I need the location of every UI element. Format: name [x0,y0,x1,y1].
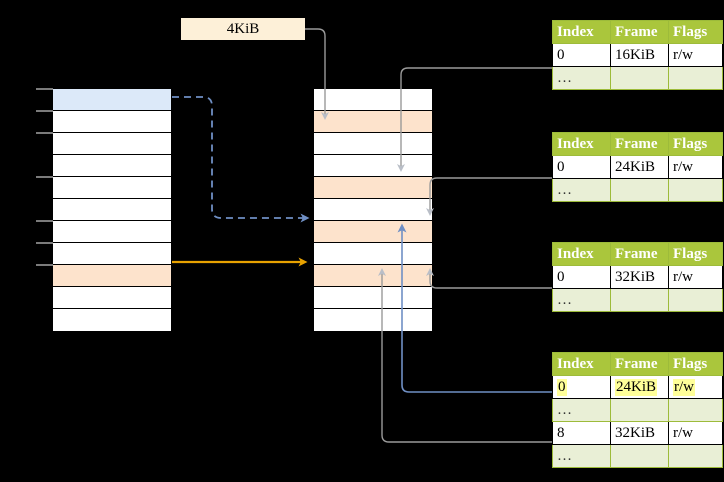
cell-frame[interactable]: 24KiB [610,155,669,179]
column-header-index: Index [552,20,611,44]
highlighted-value: 0 [557,378,567,396]
physical-frame-row-4[interactable] [313,176,433,200]
highlighted-value: r/w [673,378,695,396]
cell-index[interactable]: 0 [552,375,611,399]
column-header-index: Index [552,352,611,376]
cell-index[interactable]: 0 [552,155,611,179]
address-tick-5 [36,242,53,244]
cell-flags[interactable]: r/w [668,421,723,445]
physical-frame-row-3[interactable] [313,154,433,178]
column-header-frame: Frame [610,20,669,44]
cell-index[interactable]: … [552,288,611,312]
virtual-page-row-2[interactable] [52,132,172,156]
cell-index[interactable]: … [552,178,611,202]
virtual-address-space-column [52,88,172,332]
cell-flags[interactable] [668,398,723,422]
physical-frame-row-10[interactable] [313,308,433,332]
cell-flags[interactable] [668,444,723,468]
cell-index[interactable]: … [552,444,611,468]
address-tick-3 [36,176,53,178]
virtual-page-row-5[interactable] [52,198,172,222]
virtual-page-row-8[interactable] [52,264,172,288]
physical-frame-row-8[interactable] [313,264,433,288]
physical-frame-row-7[interactable] [313,242,433,266]
virtual-page-row-10[interactable] [52,308,172,332]
cell-frame[interactable]: 32KiB [610,421,669,445]
physical-frame-row-2[interactable] [313,132,433,156]
physical-frame-row-6[interactable] [313,220,433,244]
virtual-page-row-1[interactable] [52,110,172,134]
cell-frame[interactable] [610,444,669,468]
column-header-index: Index [552,132,611,156]
cell-index[interactable]: 0 [552,43,611,67]
wire-virtual-page-to-frame-dashed [172,96,310,223]
cell-flags[interactable]: r/w [668,375,723,399]
wire-table2-to-memory [426,177,552,216]
table-row[interactable]: … [552,444,723,468]
address-tick-2 [36,132,53,134]
column-header-flags: Flags [668,352,723,376]
virtual-page-row-9[interactable] [52,286,172,310]
column-header-flags: Flags [668,242,723,266]
column-header-frame: Frame [610,352,669,376]
cell-flags[interactable]: r/w [668,43,723,67]
address-tick-4 [36,220,53,222]
cell-index[interactable]: 0 [552,265,611,289]
cell-flags[interactable]: r/w [668,155,723,179]
address-tick-1 [36,110,53,112]
frame-size-label: 4KiB [181,18,305,40]
table-row[interactable]: … [552,178,723,202]
column-header-index: Index [552,242,611,266]
highlighted-value: 24KiB [615,378,658,396]
wire-table3-to-memory [426,268,552,289]
cell-flags[interactable] [668,66,723,90]
virtual-page-row-0[interactable] [52,88,172,112]
cell-frame[interactable] [610,66,669,90]
column-header-flags: Flags [668,132,723,156]
column-header-frame: Frame [610,132,669,156]
virtual-page-row-3[interactable] [52,154,172,178]
physical-frame-row-1[interactable] [313,110,433,134]
virtual-page-row-6[interactable] [52,220,172,244]
virtual-page-row-7[interactable] [52,242,172,266]
cell-frame[interactable]: 32KiB [610,265,669,289]
table-row[interactable]: … [552,288,723,312]
cell-index[interactable]: … [552,398,611,422]
cell-flags[interactable] [668,178,723,202]
cell-flags[interactable]: r/w [668,265,723,289]
cell-frame[interactable]: 16KiB [610,43,669,67]
cell-index[interactable]: 8 [552,421,611,445]
column-header-frame: Frame [610,242,669,266]
cell-frame[interactable]: 24KiB [610,375,669,399]
physical-frame-row-0[interactable] [313,88,433,112]
cell-frame[interactable] [610,178,669,202]
table-row[interactable]: … [552,66,723,90]
address-tick-6 [36,264,53,266]
table-row[interactable]: 0 24KiB r/w [552,375,723,399]
cell-frame[interactable] [610,288,669,312]
table-row[interactable]: … [552,398,723,422]
cell-frame[interactable] [610,398,669,422]
address-tick-0 [36,88,53,90]
physical-frame-row-9[interactable] [313,286,433,310]
physical-memory-column [313,88,433,332]
cell-index[interactable]: … [552,66,611,90]
virtual-page-row-4[interactable] [52,176,172,200]
cell-flags[interactable] [668,288,723,312]
column-header-flags: Flags [668,20,723,44]
physical-frame-row-5[interactable] [313,198,433,222]
